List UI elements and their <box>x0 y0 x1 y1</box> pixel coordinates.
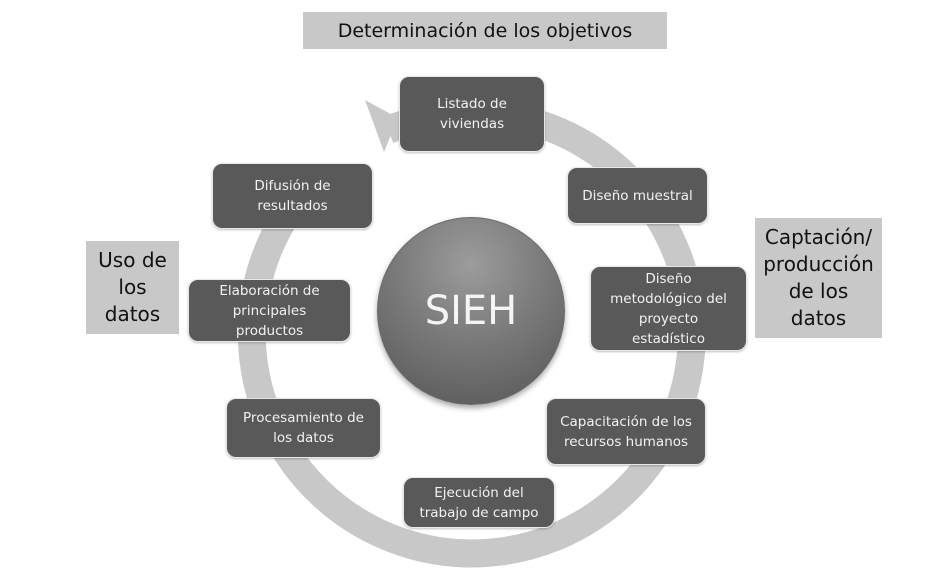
step-capacitacion: Capacitación de los recursos humanos <box>546 398 706 465</box>
step-elaboracion-productos: Elaboración de principales productos <box>188 279 351 342</box>
sieh-center-circle: SIEH <box>377 217 565 405</box>
step-listado-viviendas: Listado de viviendas <box>399 76 545 152</box>
objectives-title: Determinación de los objetivos <box>303 12 667 49</box>
step-procesamiento: Procesamiento de los datos <box>226 398 381 458</box>
step-difusion-resultados: Difusión de resultados <box>212 163 373 229</box>
step-ejecucion-campo: Ejecución del trabajo de campo <box>403 477 555 528</box>
data-capture-label: Captación/ producción de los datos <box>755 218 882 338</box>
step-diseno-muestral: Diseño muestral <box>567 167 708 224</box>
step-diseno-metodologico: Diseño metodológico del proyecto estadís… <box>590 266 747 351</box>
data-use-label: Uso de los datos <box>86 241 179 334</box>
sieh-label: SIEH <box>424 288 518 334</box>
